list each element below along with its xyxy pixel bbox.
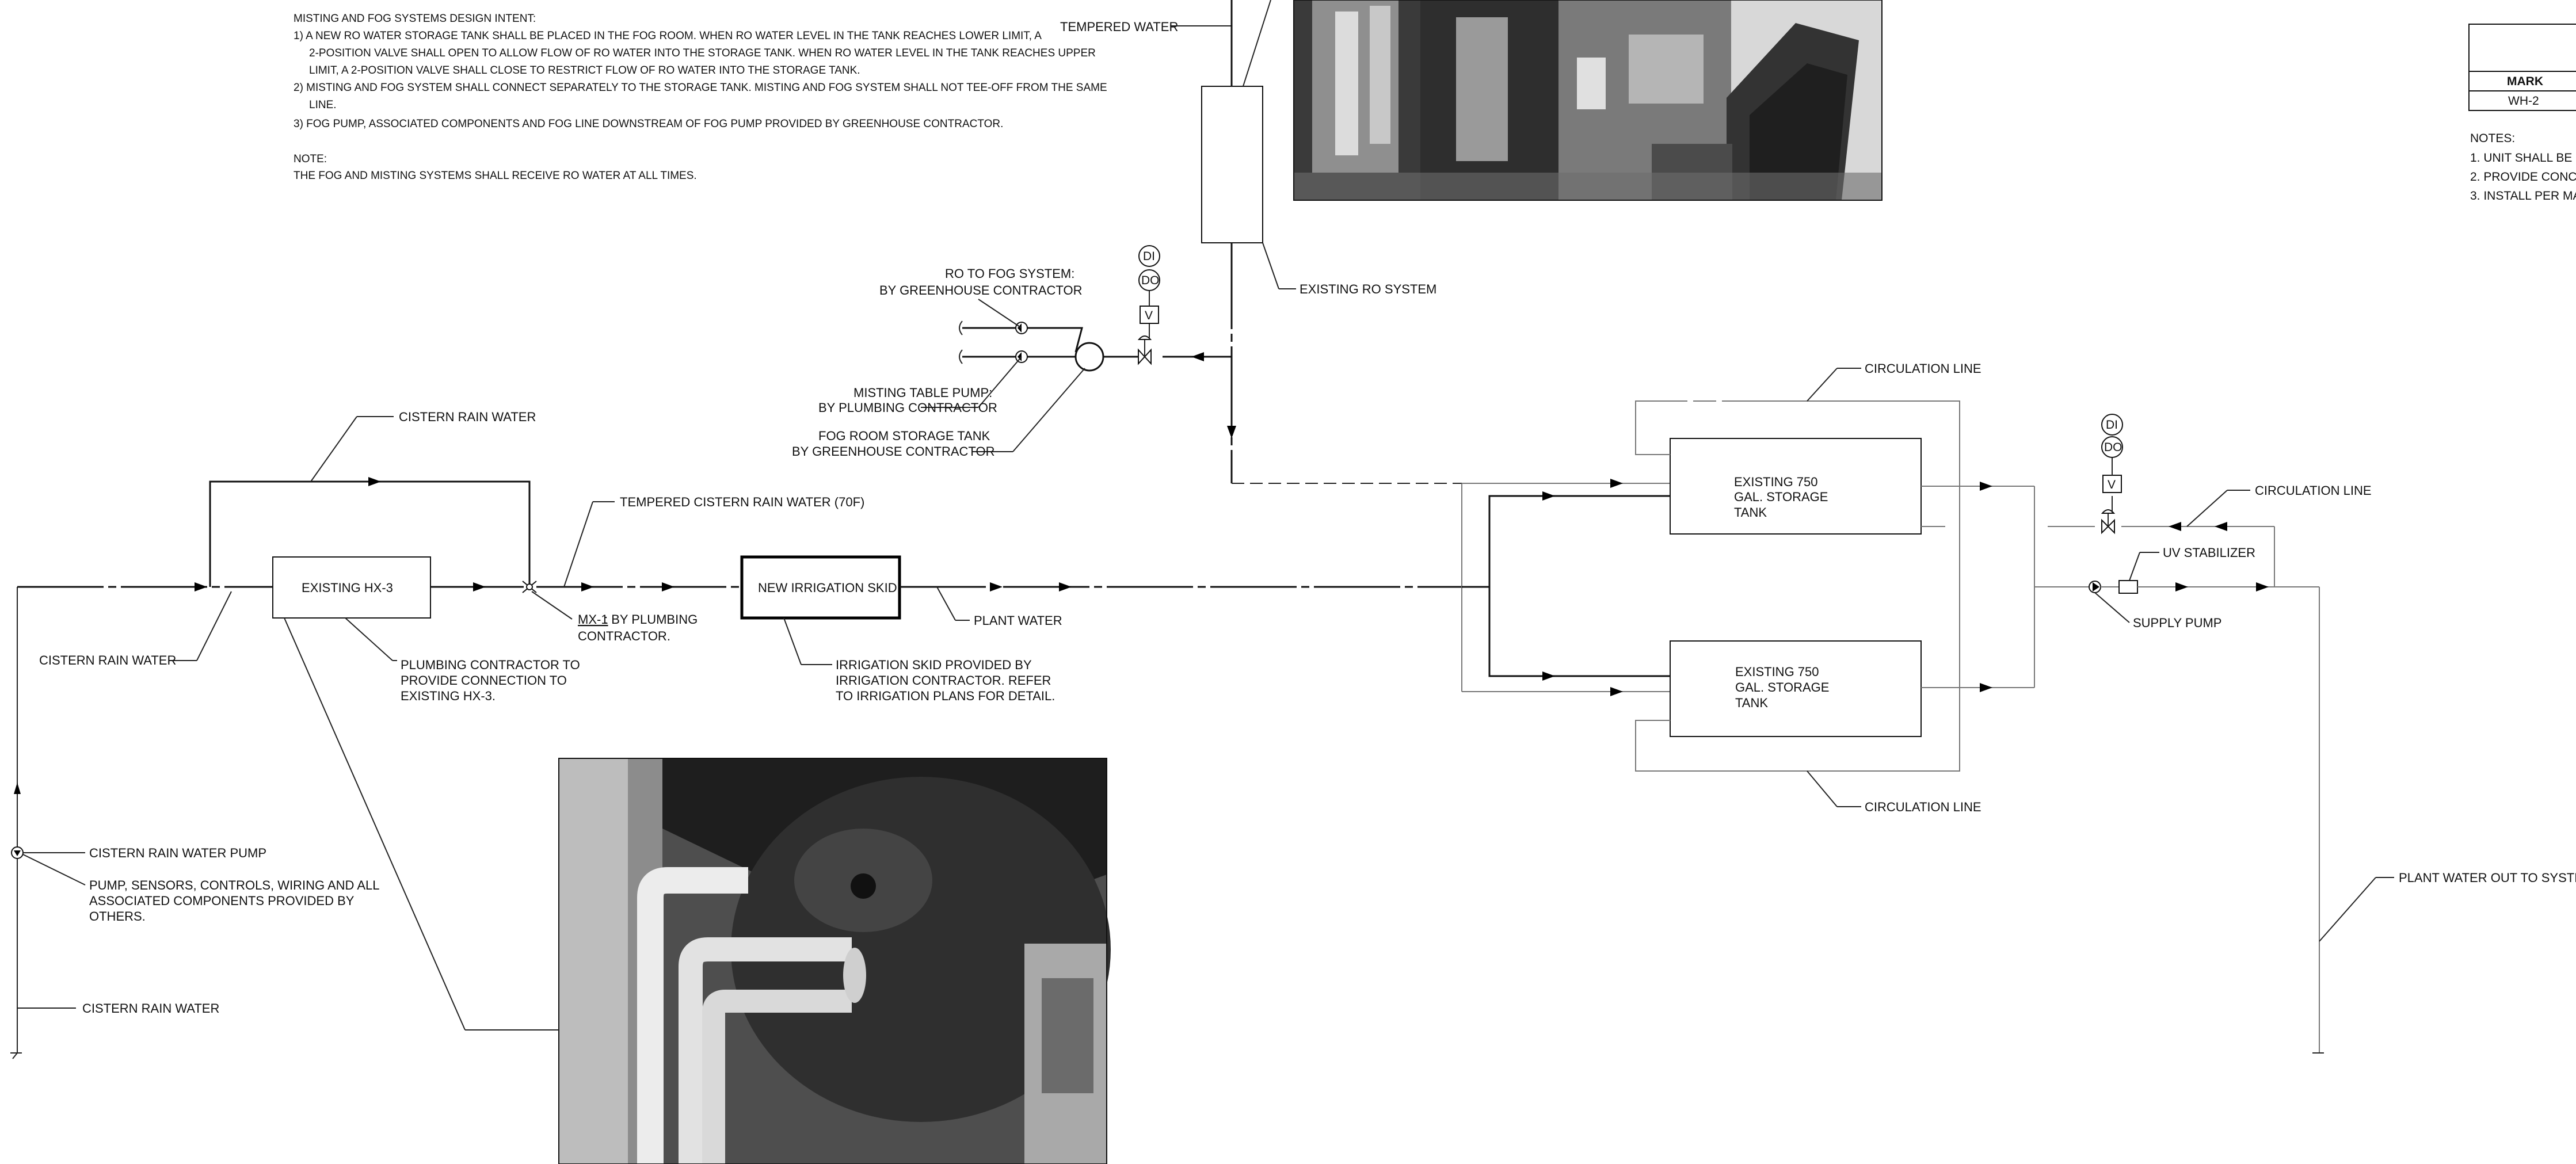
tank-1-label: TANK bbox=[1734, 505, 1767, 520]
equipment-schedule: MARK WH-2 NOTES: 1. UNIT SHALL BE C 2. P… bbox=[2468, 24, 2576, 203]
tank-2-label: EXISTING 750 bbox=[1735, 665, 1819, 679]
design-intent-line: LIMIT, A 2-POSITION VALVE SHALL CLOSE TO… bbox=[309, 64, 860, 77]
pump-note: PUMP, SENSORS, CONTROLS, WIRING AND ALL bbox=[89, 878, 380, 892]
di-label: DI bbox=[2106, 418, 2118, 432]
misting-pump-label: MISTING TABLE PUMP: bbox=[853, 386, 992, 400]
pump-note: ASSOCIATED COMPONENTS PROVIDED BY bbox=[89, 894, 355, 908]
note-heading: NOTE: bbox=[294, 153, 327, 165]
fog-tank-label: FOG ROOM STORAGE TANK bbox=[818, 429, 990, 443]
fog-room-storage-tank-icon bbox=[1074, 342, 1104, 372]
pump-note: OTHERS. bbox=[89, 909, 146, 923]
schedule-notes-heading: NOTES: bbox=[2470, 132, 2515, 145]
tank-1-label: EXISTING 750 bbox=[1734, 475, 1818, 489]
new-irrigation-skid-box bbox=[740, 555, 901, 620]
plumbing-contractor-note: PROVIDE CONNECTION TO bbox=[401, 673, 567, 688]
valve-v-label: V bbox=[1145, 309, 1153, 322]
uv-stabilizer-icon bbox=[2118, 580, 2138, 594]
plant-water-out-label: PLANT WATER OUT TO SYSTEM bbox=[2399, 871, 2576, 885]
ro-to-fog-label: RO TO FOG SYSTEM: bbox=[945, 266, 1074, 281]
design-intent-line: 2) MISTING AND FOG SYSTEM SHALL CONNECT … bbox=[294, 82, 1107, 94]
schedule-note: 2. PROVIDE CONCE bbox=[2470, 170, 2576, 184]
valve-actuator-box bbox=[2102, 475, 2122, 493]
circulation-line-bottom-label: CIRCULATION LINE bbox=[1865, 800, 1981, 814]
mixing-valve-mx1-icon bbox=[522, 581, 537, 593]
cistern-supply-line: CISTERN RAIN WATER PUMP PUMP, SENSORS, C… bbox=[10, 410, 1462, 1059]
schedule-mark-header: MARK bbox=[2507, 75, 2543, 88]
existing-storage-tank-2 bbox=[1670, 640, 1922, 737]
new-irrigation-skid-label: NEW IRRIGATION SKID bbox=[758, 581, 897, 595]
cistern-pump-label: CISTERN RAIN WATER PUMP bbox=[89, 846, 266, 860]
do-label: DO bbox=[2104, 441, 2122, 454]
do-indicator bbox=[2101, 436, 2123, 458]
design-intent-line: LINE. bbox=[309, 99, 337, 111]
design-intent-heading: MISTING AND FOG SYSTEMS DESIGN INTENT: bbox=[294, 13, 536, 25]
plumbing-contractor-note: EXISTING HX-3. bbox=[401, 689, 496, 703]
irrigation-skid-note: IRRIGATION CONTRACTOR. REFER bbox=[836, 673, 1051, 688]
plant-water-label: PLANT WATER bbox=[974, 613, 1062, 628]
do-indicator bbox=[1138, 269, 1160, 291]
cistern-rain-water-left-label: CISTERN RAIN WATER bbox=[39, 653, 176, 667]
valve-v-label: V bbox=[2108, 478, 2116, 491]
uv-stabilizer-label: UV STABILIZER bbox=[2163, 545, 2255, 560]
storage-tanks-section: EXISTING 750 GAL. STORAGE TANK EXISTING … bbox=[1232, 361, 2576, 1054]
mx1-label-line2: CONTRACTOR. bbox=[578, 629, 670, 643]
circulation-line-right-label: CIRCULATION LINE bbox=[2255, 483, 2372, 498]
irrigation-skid-note: IRRIGATION SKID PROVIDED BY bbox=[836, 658, 1032, 672]
cistern-rain-water-top-label: CISTERN RAIN WATER bbox=[399, 410, 536, 424]
mx1-tag: MX-1 bbox=[578, 612, 608, 627]
plumbing-contractor-note: PLUMBING CONTRACTOR TO bbox=[401, 658, 580, 672]
cistern-rain-water-bottom-label: CISTERN RAIN WATER bbox=[82, 1001, 219, 1016]
do-label: DO bbox=[1141, 274, 1160, 287]
tempered-water-label: TEMPERED WATER bbox=[1060, 20, 1178, 34]
ro-room-photo bbox=[1293, 0, 1883, 201]
tempered-cistern-label: TEMPERED CISTERN RAIN WATER (70F) bbox=[620, 495, 864, 509]
existing-hx3-box bbox=[272, 556, 431, 619]
valve-actuator-box bbox=[1140, 306, 1159, 324]
existing-ro-system-label: EXISTING RO SYSTEM bbox=[1300, 282, 1436, 296]
fog-misting-branch: V DO DI RO TO FOG SYSTEM: BY GREENHOUSE … bbox=[792, 245, 1232, 459]
existing-ro-system-unit bbox=[1201, 86, 1263, 243]
schedule-mark-value: WH-2 bbox=[2508, 94, 2539, 108]
ro-to-fog-contractor-label: BY GREENHOUSE CONTRACTOR bbox=[879, 283, 1082, 297]
design-intent-notes: MISTING AND FOG SYSTEMS DESIGN INTENT: 1… bbox=[294, 13, 1107, 182]
circulation-line-top-label: CIRCULATION LINE bbox=[1865, 361, 1981, 376]
design-intent-line: 1) A NEW RO WATER STORAGE TANK SHALL BE … bbox=[294, 30, 1042, 42]
di-label: DI bbox=[1143, 250, 1155, 263]
di-indicator bbox=[1138, 245, 1160, 267]
design-intent-line: 3) FOG PUMP, ASSOCIATED COMPONENTS AND F… bbox=[294, 118, 1003, 130]
note-text: THE FOG AND MISTING SYSTEMS SHALL RECEIV… bbox=[294, 170, 697, 182]
tank-1-label: GAL. STORAGE bbox=[1734, 490, 1828, 504]
irrigation-skid-note: TO IRRIGATION PLANS FOR DETAIL. bbox=[836, 689, 1055, 703]
ro-system-branch: TEMPERED WATER EXISTING RO SYSTEM bbox=[1060, 0, 1436, 483]
design-intent-line: 2-POSITION VALVE SHALL OPEN TO ALLOW FLO… bbox=[309, 47, 1096, 59]
tank-2-label: TANK bbox=[1735, 696, 1768, 710]
supply-pump-label: SUPPLY PUMP bbox=[2133, 616, 2221, 630]
schedule-note: 3. INSTALL PER MA bbox=[2470, 189, 2576, 203]
di-indicator bbox=[2101, 414, 2123, 436]
schedule-note: 1. UNIT SHALL BE C bbox=[2470, 151, 2576, 165]
misting-pump-contractor-label: BY PLUMBING CONTRACTOR bbox=[818, 400, 997, 415]
existing-storage-tank-1 bbox=[1670, 438, 1922, 535]
hx-tank-photo bbox=[558, 758, 1111, 1164]
tank-2-label: GAL. STORAGE bbox=[1735, 680, 1829, 694]
existing-hx3-label: EXISTING HX-3 bbox=[302, 581, 393, 595]
fog-tank-contractor-label: BY GREENHOUSE CONTRACTOR bbox=[792, 444, 994, 459]
mx1-label: : BY PLUMBING bbox=[604, 612, 698, 627]
